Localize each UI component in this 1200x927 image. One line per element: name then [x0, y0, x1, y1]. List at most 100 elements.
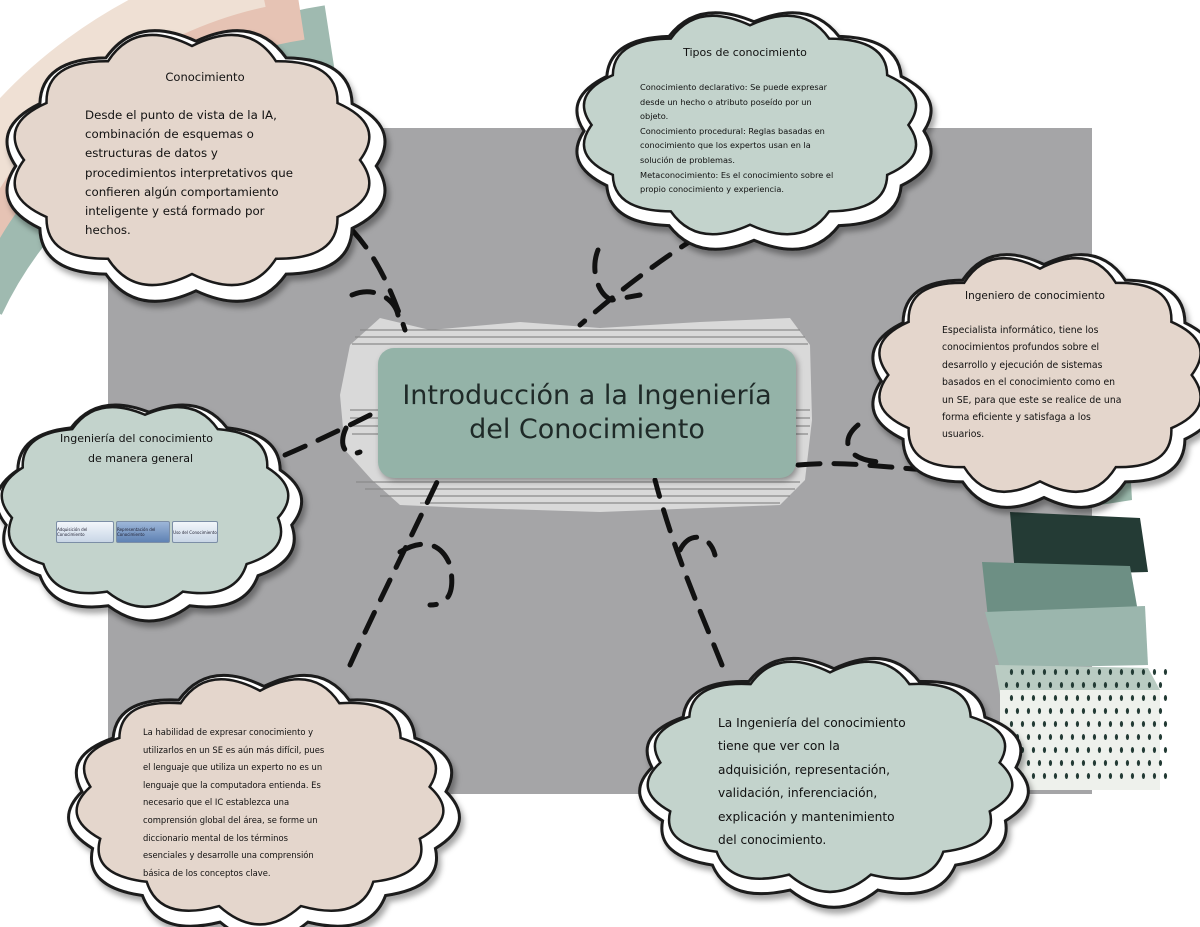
dot-mark [1020, 669, 1025, 675]
dot-mark [1086, 773, 1091, 779]
ingeniero-line: un SE, para que este se realice de una [942, 394, 1122, 406]
adquisicion-line: explicación y mantenimiento [718, 809, 895, 824]
adquisicion-line: adquisición, representación, [718, 762, 890, 777]
dot-mark [1037, 682, 1042, 688]
main-title-line1: Introducción a la Ingeniería [402, 380, 772, 411]
dot-mark [1086, 695, 1091, 701]
dot-mark [1075, 695, 1080, 701]
dot-mark [1037, 760, 1042, 766]
habilidad-line: lenguaje que la computadora entienda. Es [143, 779, 321, 790]
adquisicion-cloud [638, 657, 1030, 909]
dot-mark [1064, 669, 1069, 675]
adquisicion-body: La Ingeniería del conocimiento tiene que… [718, 712, 928, 852]
ingeniero-line: conocimientos profundos sobre el [942, 342, 1100, 354]
tipos-line: Metaconocimiento: Es el conocimiento sob… [640, 169, 834, 180]
adquisicion-line: del conocimiento. [718, 833, 827, 848]
habilidad-line: diccionario mental de los términos [143, 832, 288, 843]
dot-mark [1114, 708, 1119, 714]
dot-mark [1092, 708, 1097, 714]
habilidad-line: comprensión global del área, se forme un [143, 814, 318, 825]
connector-habilidad-hook [397, 541, 455, 608]
dot-mark [1070, 760, 1075, 766]
connector-adquisicion-hook [677, 535, 718, 558]
conocimiento-line: estructuras de datos y [85, 146, 218, 161]
dot-mark [1147, 682, 1152, 688]
dot-mark [1130, 695, 1135, 701]
dot-mark [1009, 721, 1014, 727]
dot-mark [1119, 695, 1124, 701]
habilidad-line: La habilidad de expresar conocimiento y [143, 727, 314, 737]
dot-mark [1015, 708, 1020, 714]
tipos-cloud [575, 11, 933, 251]
conocimiento-line: procedimientos interpretativos que [85, 165, 293, 180]
dot-mark [1092, 734, 1097, 740]
dot-mark [1114, 734, 1119, 740]
tipos-heading: Tipos de conocimiento [683, 46, 807, 59]
dot-mark [1059, 760, 1064, 766]
dot-mark [1158, 734, 1163, 740]
dot-mark [1064, 695, 1069, 701]
dot-mark [1152, 669, 1157, 675]
dot-mark [1042, 695, 1047, 701]
dot-mark [1020, 721, 1025, 727]
conocimiento-body: Desde el punto de vista de la IA, combin… [85, 106, 293, 240]
dot-mark [1108, 695, 1113, 701]
dot-mark [1026, 708, 1031, 714]
dot-mark [1152, 721, 1157, 727]
dot-mark [1053, 747, 1058, 753]
tipos-line: propio conocimiento y experiencia. [640, 184, 784, 195]
dot-mark [1042, 669, 1047, 675]
dot-mark [1037, 734, 1042, 740]
habilidad-cloud [67, 673, 461, 927]
dot-mark [1136, 760, 1141, 766]
dot-mark [1064, 747, 1069, 753]
ingeniero-cloud [871, 253, 1200, 509]
dot-mark [1152, 773, 1157, 779]
dot-mark [1048, 682, 1053, 688]
dot-mark [1152, 747, 1157, 753]
ingeniero-body: Especialista informático, tiene los cono… [942, 322, 1128, 444]
dot-mark [1152, 695, 1157, 701]
dot-mark [1031, 773, 1036, 779]
dot-mark [1053, 669, 1058, 675]
connector-general [282, 407, 383, 458]
dot-mark [1042, 747, 1047, 753]
conocimiento-line: hechos. [85, 223, 131, 238]
connector-general-hook [340, 425, 363, 456]
dot-mark [1048, 734, 1053, 740]
dot-mark [1125, 708, 1130, 714]
dot-mark [1070, 708, 1075, 714]
dot-mark [1086, 669, 1091, 675]
connector-ingeniero-hook [845, 422, 883, 465]
dot-mark [1141, 721, 1146, 727]
dot-mark [1048, 708, 1053, 714]
dot-mark [1097, 669, 1102, 675]
dot-mark [1114, 760, 1119, 766]
dot-mark [1026, 734, 1031, 740]
ingeniero-line: forma eficiente y satisfaga a los [942, 412, 1091, 424]
dot-mark [1158, 760, 1163, 766]
main-title-line2: del Conocimiento [469, 414, 705, 445]
dot-mark [1037, 708, 1042, 714]
dot-mark [1119, 773, 1124, 779]
tipos-line: Conocimiento procedural: Reglas basadas … [640, 125, 825, 136]
dot-mark [1163, 669, 1168, 675]
dot-mark [1053, 695, 1058, 701]
habilidad-line: necesario que el IC establezca una [143, 797, 290, 808]
general-cloud [0, 403, 304, 623]
dot-mark [1064, 721, 1069, 727]
dot-mark [1119, 721, 1124, 727]
general-heading-line1: Ingeniería del conocimiento [60, 432, 214, 445]
dot-mark [1081, 734, 1086, 740]
dot-mark [1130, 669, 1135, 675]
tipos-line: Conocimiento declarativo: Se puede expre… [640, 82, 828, 92]
habilidad-body: La habilidad de expresar conocimiento y … [143, 724, 355, 882]
dot-mark [1103, 734, 1108, 740]
dot-mark [1097, 721, 1102, 727]
dot-mark [1141, 747, 1146, 753]
dot-mark [1092, 760, 1097, 766]
dot-mark [1031, 669, 1036, 675]
dot-mark [1070, 682, 1075, 688]
dot-mark [1103, 682, 1108, 688]
tipos-line: conocimiento que los expertos usan en la [640, 140, 811, 151]
